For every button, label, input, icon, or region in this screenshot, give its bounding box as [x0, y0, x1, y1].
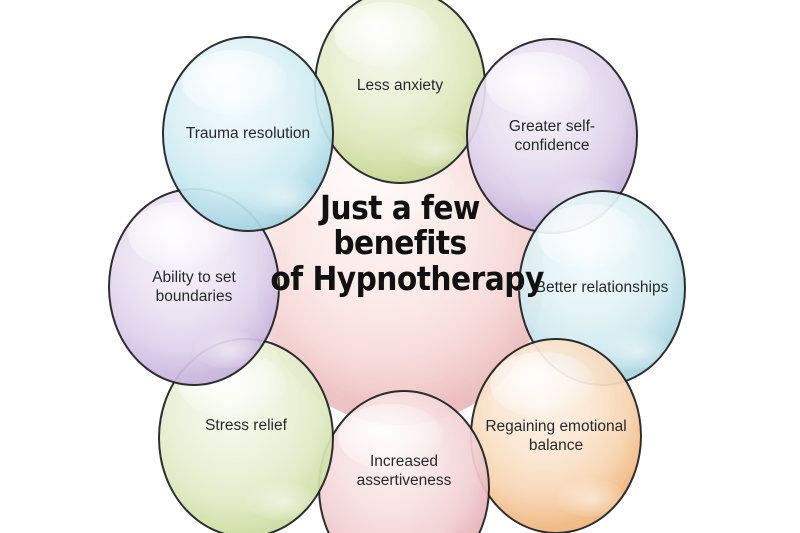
bubble-label-greater-self-confidence: Greater self-confidence [508, 117, 596, 154]
bubble-lowlight-icon [556, 478, 624, 517]
title-line-1: Just a few [320, 188, 480, 227]
bubble-label-ability-to-set-boundaries: Ability to set boundaries [152, 268, 236, 305]
bubble-highlight-icon [334, 1, 439, 67]
bubble-label-increased-assertiveness: Increased assertiveness [356, 452, 452, 489]
bubble-highlight-icon [182, 49, 287, 115]
bubble-label-stress-relief: Stress relief [205, 417, 287, 435]
bubble-regaining-emotional-balance[interactable]: Regaining emotional balance [470, 338, 642, 533]
title-line-3: of Hypnotherapy [270, 258, 544, 298]
title-line-2: benefits [333, 223, 467, 263]
bubble-lowlight-icon [246, 481, 315, 521]
bubble-label-regaining-emotional-balance: Regaining emotional balance [485, 417, 627, 454]
bubble-label-trauma-resolution: Trauma resolution [185, 125, 311, 143]
bubble-label-less-anxiety: Less anxiety [356, 77, 444, 95]
bubble-label-better-relationships: Better relationships [535, 279, 669, 297]
bubble-highlight-icon [490, 351, 595, 417]
page-title: Just a few benefits of Hypnotherapy [270, 188, 544, 298]
bubble-highlight-icon [486, 51, 591, 117]
bubble-highlight-icon [538, 203, 640, 269]
